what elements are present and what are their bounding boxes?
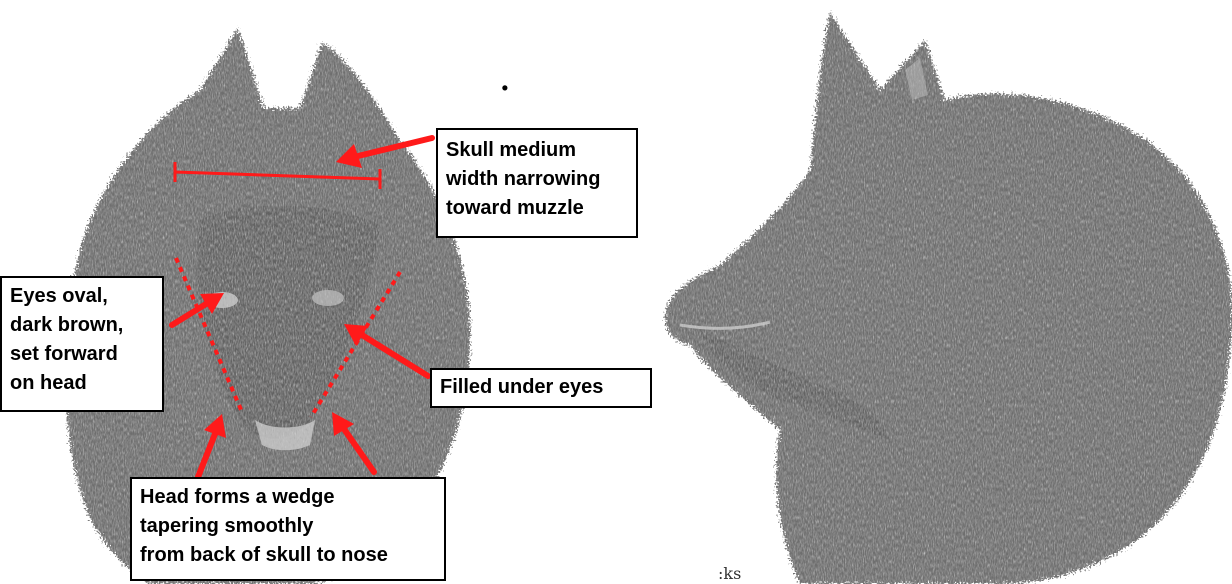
eyes-callout-line-3: set forward	[10, 340, 154, 369]
dog-head-profile-view	[665, 12, 1232, 584]
filled-under-eyes-callout: Filled under eyes	[430, 368, 652, 408]
wedge-callout-line-1: Head forms a wedge	[140, 483, 436, 512]
skull-callout-line-1: Skull medium	[446, 136, 628, 165]
caption-fragment: :ks	[718, 564, 741, 583]
wedge-callout: Head forms a wedge tapering smoothly fro…	[130, 477, 446, 581]
front-right-eye	[312, 290, 344, 306]
wedge-callout-line-2: tapering smoothly	[140, 512, 436, 541]
filled-under-eyes-callout-text: Filled under eyes	[440, 373, 642, 402]
skull-callout-line-3: toward muzzle	[446, 194, 628, 223]
wedge-callout-line-3: from back of skull to nose	[140, 541, 436, 570]
eyes-callout: Eyes oval, dark brown, set forward on he…	[0, 276, 164, 412]
eyes-callout-line-4: on head	[10, 369, 154, 398]
profile-head-silhouette	[665, 12, 1232, 584]
stray-dot: .	[500, 64, 510, 97]
eyes-callout-line-2: dark brown,	[10, 311, 154, 340]
skull-callout-line-2: width narrowing	[446, 165, 628, 194]
skull-callout: Skull medium width narrowing toward muzz…	[436, 128, 638, 238]
eyes-callout-line-1: Eyes oval,	[10, 282, 154, 311]
